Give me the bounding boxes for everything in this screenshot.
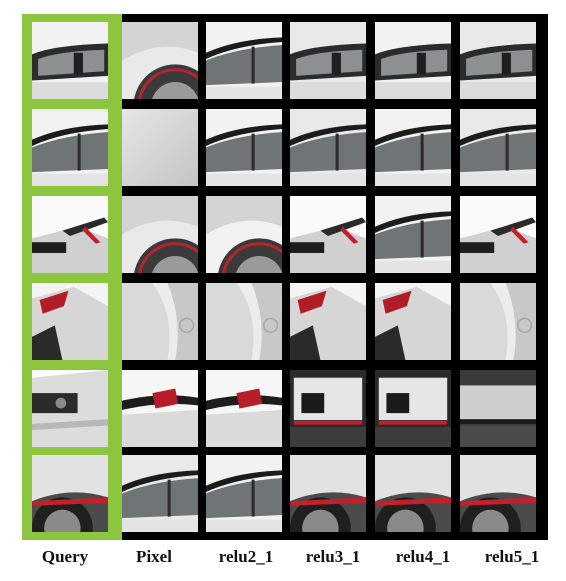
car-side-window-icon [206, 455, 282, 532]
car-rear-wheel-icon [375, 455, 451, 532]
query-column-frame [22, 14, 122, 540]
car-spoiler-lip-icon [206, 370, 282, 447]
car-rear-bumper-red-trim-icon [290, 370, 366, 447]
car-side-window-icon [290, 109, 366, 186]
car-side-window-seat-icon [290, 22, 366, 99]
car-plain-body-panel-icon [122, 109, 198, 186]
car-rear-wheel-arch-icon [122, 22, 198, 99]
column-label-relu5-1: relu5_1 [484, 547, 540, 566]
car-side-window-icon [375, 196, 451, 273]
car-side-window-icon [32, 109, 108, 186]
car-window-patch-icon [32, 22, 108, 99]
column-label-pixel: Pixel [136, 547, 172, 566]
car-side-window-icon [460, 109, 536, 186]
column-label-query: Query [41, 547, 89, 566]
car-rear-quarter-icon [460, 283, 536, 360]
car-roof-spoiler-icon [460, 196, 536, 273]
car-lower-bumper-icon [460, 370, 536, 447]
car-side-window-icon [122, 455, 198, 532]
car-roofline-window-icon [206, 22, 282, 99]
car-wheel-arch-red-trim-icon [206, 196, 282, 273]
car-rear-wheel-icon [460, 455, 536, 532]
car-rear-wheel-icon [32, 455, 108, 532]
car-taillight-icon [290, 283, 366, 360]
column-label-relu3-1: relu3_1 [305, 547, 361, 566]
car-taillight-icon [32, 283, 108, 360]
car-rear-bumper-icon [32, 370, 108, 447]
car-taillight-icon [375, 283, 451, 360]
car-rear-quarter-icon [206, 283, 282, 360]
results-grid-border [108, 14, 548, 540]
car-rear-quarter-icon [122, 283, 198, 360]
car-spoiler-lip-icon [122, 370, 198, 447]
column-label-relu4-1: relu4_1 [395, 547, 451, 566]
car-rear-bumper-red-trim-icon [375, 370, 451, 447]
column-label-relu2-1: relu2_1 [218, 547, 274, 566]
car-roof-spoiler-icon [290, 196, 366, 273]
patch-retrieval-figure [22, 14, 548, 540]
car-spoiler-window-icon [32, 196, 108, 273]
car-side-window-seat-icon [375, 22, 451, 99]
car-side-window-icon [375, 109, 451, 186]
car-side-window-seat-icon [460, 22, 536, 99]
car-wheel-arch-red-trim-icon [122, 196, 198, 273]
column-labels: Query Pixel relu2_1 relu3_1 relu4_1 relu… [0, 547, 566, 573]
car-rear-wheel-icon [290, 455, 366, 532]
car-roofline-window-icon [206, 109, 282, 186]
